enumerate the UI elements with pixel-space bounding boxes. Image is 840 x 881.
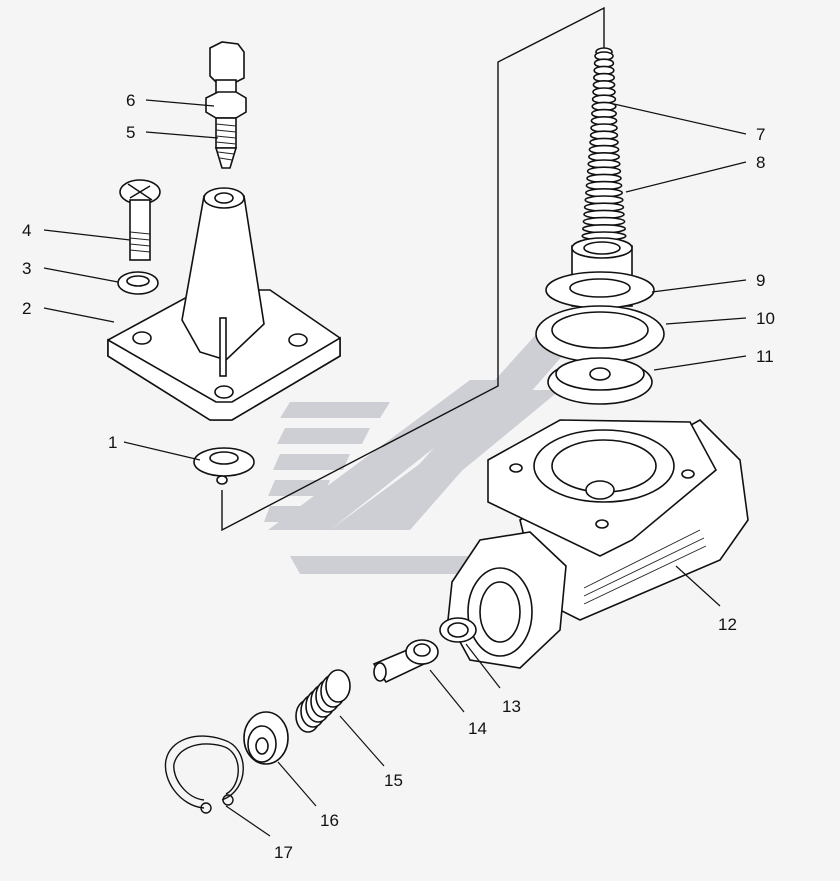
callout-5: 5 — [126, 123, 135, 142]
callout-17: 17 — [274, 843, 293, 862]
watermark-logo — [264, 330, 585, 574]
callout-7: 7 — [756, 125, 765, 144]
part-ring-10 — [535, 305, 665, 363]
callout-16: 16 — [320, 811, 339, 830]
leader-lines — [43, 99, 747, 837]
callout-12: 12 — [718, 615, 737, 634]
part-pin-14 — [372, 639, 439, 684]
callout-6: 6 — [126, 91, 135, 110]
callout-labels: 6 5 4 3 2 1 7 8 9 10 11 12 13 14 15 16 1… — [22, 91, 775, 862]
part-ring-11 — [547, 357, 653, 405]
callout-11: 11 — [756, 347, 774, 366]
callout-9: 9 — [756, 271, 765, 290]
part-housing-2 — [107, 187, 341, 421]
callout-14: 14 — [468, 719, 487, 738]
part-bolt-5-6 — [205, 41, 247, 169]
callout-3: 3 — [22, 259, 31, 278]
part-washer-3 — [117, 271, 159, 295]
assembly-axis-line — [221, 6, 605, 532]
part-spring-7-8 — [571, 47, 633, 307]
part-nut-16 — [243, 711, 289, 765]
part-tee-body-12 — [447, 419, 749, 669]
callout-10: 10 — [756, 309, 775, 328]
callout-8: 8 — [756, 153, 765, 172]
callout-15: 15 — [384, 771, 403, 790]
part-screw-4 — [119, 179, 161, 261]
part-ring-9 — [545, 271, 655, 309]
callout-13: 13 — [502, 697, 521, 716]
spring-coil — [325, 669, 351, 703]
callout-4: 4 — [22, 221, 31, 240]
part-valve-disc-1 — [193, 447, 255, 485]
part-bushing-13 — [439, 617, 477, 643]
callout-2: 2 — [22, 299, 31, 318]
callout-1: 1 — [108, 433, 117, 452]
part-spring-15 — [295, 669, 351, 733]
part-retaining-ring-17 — [164, 735, 244, 814]
